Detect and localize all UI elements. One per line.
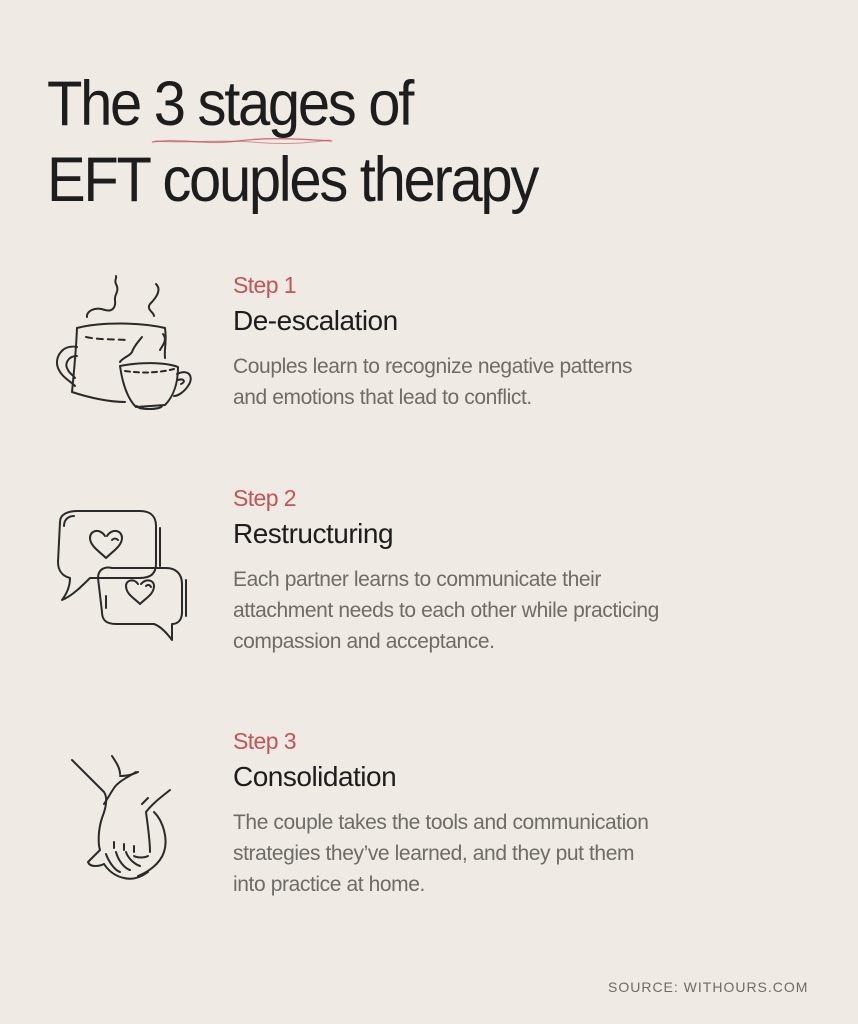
title-line-1: The 3 stages of [47,66,537,144]
page-title: The 3 stages of EFT couples therapy [47,66,539,218]
step-3-name: Consolidation [233,761,397,792]
holding-hands-icon [71,755,171,880]
step-1: Step 1 De-escalation Couples learn to re… [233,271,633,413]
step-2-name: Restructuring [233,518,394,549]
coffee-cups-icon [56,275,192,410]
step-2: Step 2 Restructuring Each partner learns… [233,484,659,657]
step-3-description: The couple takes the tools and communica… [233,811,649,896]
step-1-description: Couples learn to recognize negative patt… [233,355,633,409]
speech-bubbles-hearts-icon [57,510,187,641]
step-3: Step 3 Consolidation The couple takes th… [233,727,649,900]
squiggle-underline-icon [151,138,333,144]
source-credit: SOURCE: WITHOURS.COM [608,979,809,995]
step-3-label: Step 3 [233,728,297,754]
step-1-name: De-escalation [233,305,398,336]
step-2-description: Each partner learns to communicate their… [233,568,659,653]
title-highlight: 3 stages [151,66,357,144]
title-line-2: EFT couples therapy [47,145,539,215]
step-2-label: Step 2 [233,485,297,511]
step-1-label: Step 1 [233,272,297,298]
